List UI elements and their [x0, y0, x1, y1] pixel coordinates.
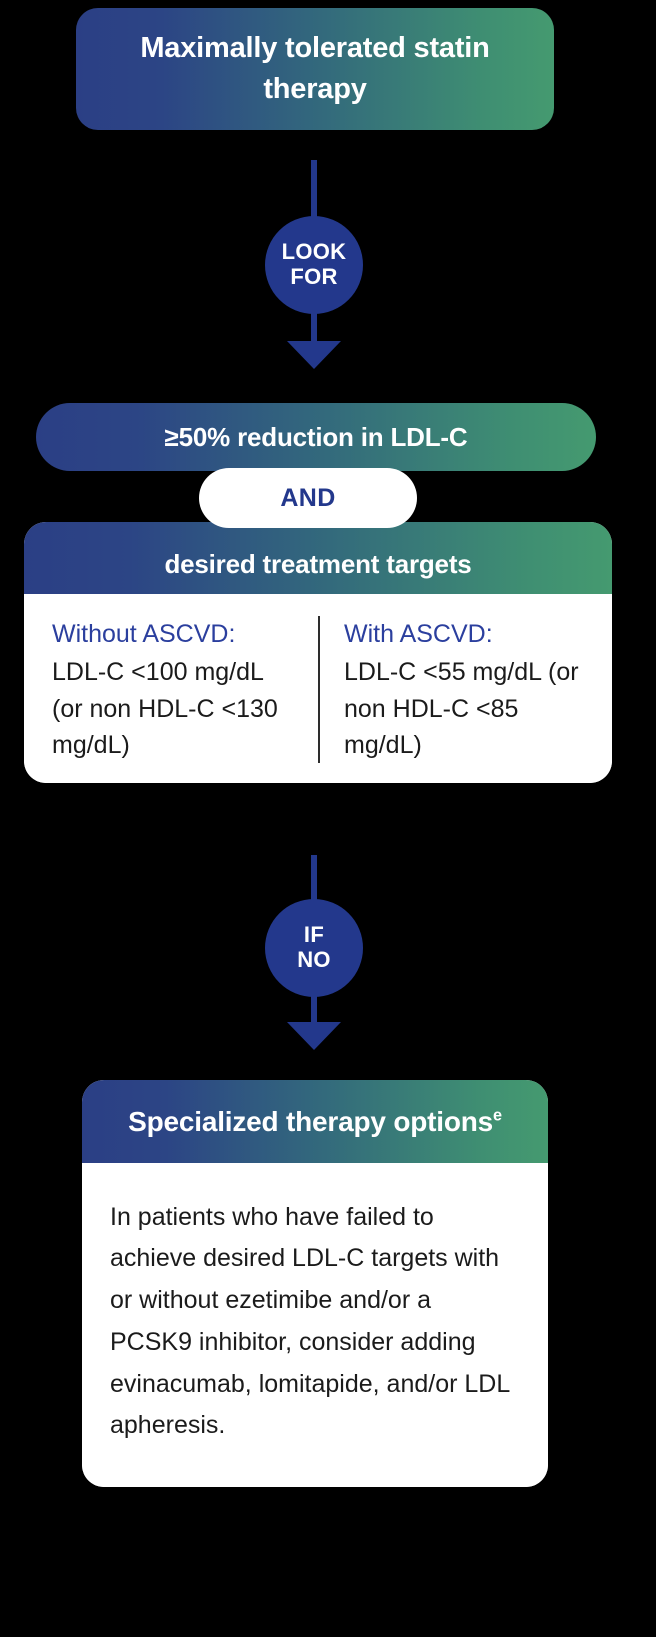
connector-line-criteria-to-ifno — [311, 855, 317, 905]
targets-column-value: LDL-C <55 mg/dL (or non HDL-C <85 mg/dL) — [344, 658, 579, 759]
targets-column-label: With ASCVD: — [344, 620, 493, 648]
targets-column-value: LDL-C <100 mg/dL (or non HDL-C <130 mg/d… — [52, 658, 278, 759]
arrow-head-down-icon — [287, 341, 341, 369]
specialized-body-text: In patients who have failed to achieve d… — [110, 1202, 510, 1440]
conjunction-and-pill: AND — [199, 468, 417, 528]
node-desired-treatment-targets[interactable]: desired treatment targets Without ASCVD:… — [24, 522, 612, 783]
arrow-head-down-icon — [287, 1022, 341, 1050]
conjunction-and-label: AND — [280, 483, 336, 512]
targets-header-label: desired treatment targets — [164, 548, 472, 579]
badge-look-for-line1: LOOK — [281, 239, 347, 265]
specialized-header-footnote-marker: e — [493, 1106, 502, 1125]
node-maximally-tolerated-statin-therapy[interactable]: Maximally tolerated statin therapy — [76, 8, 554, 130]
node-start-label: Maximally tolerated statin therapy — [140, 31, 490, 105]
badge-look-for-line2: FOR — [290, 264, 338, 289]
targets-column-with-ascvd: With ASCVD: LDL-C <55 mg/dL (or non HDL-… — [318, 616, 612, 763]
targets-column-label: Without ASCVD: — [52, 620, 236, 648]
connector-line-start-to-lookfor — [311, 160, 317, 222]
badge-look-for[interactable]: LOOK FOR — [265, 216, 363, 314]
targets-columns: Without ASCVD: LDL-C <100 mg/dL (or non … — [24, 594, 612, 783]
badge-if-no-line2: NO — [297, 947, 331, 972]
specialized-header-bar: Specialized therapy optionse — [82, 1080, 548, 1163]
connector-line-lookfor-to-criteria — [311, 300, 317, 350]
node-specialized-therapy-options[interactable]: Specialized therapy optionse In patients… — [82, 1080, 548, 1488]
specialized-header-text: Specialized therapy options — [128, 1106, 494, 1137]
specialized-header-label: Specialized therapy optionse — [128, 1102, 502, 1143]
node-ldl-reduction-criterion[interactable]: ≥50% reduction in LDL-C — [36, 403, 596, 471]
targets-header-bar: desired treatment targets — [24, 522, 612, 594]
connector-line-ifno-to-specialized — [311, 985, 317, 1030]
badge-if-no[interactable]: IF NO — [265, 899, 363, 997]
specialized-body: In patients who have failed to achieve d… — [82, 1162, 548, 1488]
badge-if-no-line1: IF — [303, 922, 325, 948]
ldl-reduction-label: ≥50% reduction in LDL-C — [164, 421, 468, 452]
targets-column-without-ascvd: Without ASCVD: LDL-C <100 mg/dL (or non … — [24, 616, 318, 763]
